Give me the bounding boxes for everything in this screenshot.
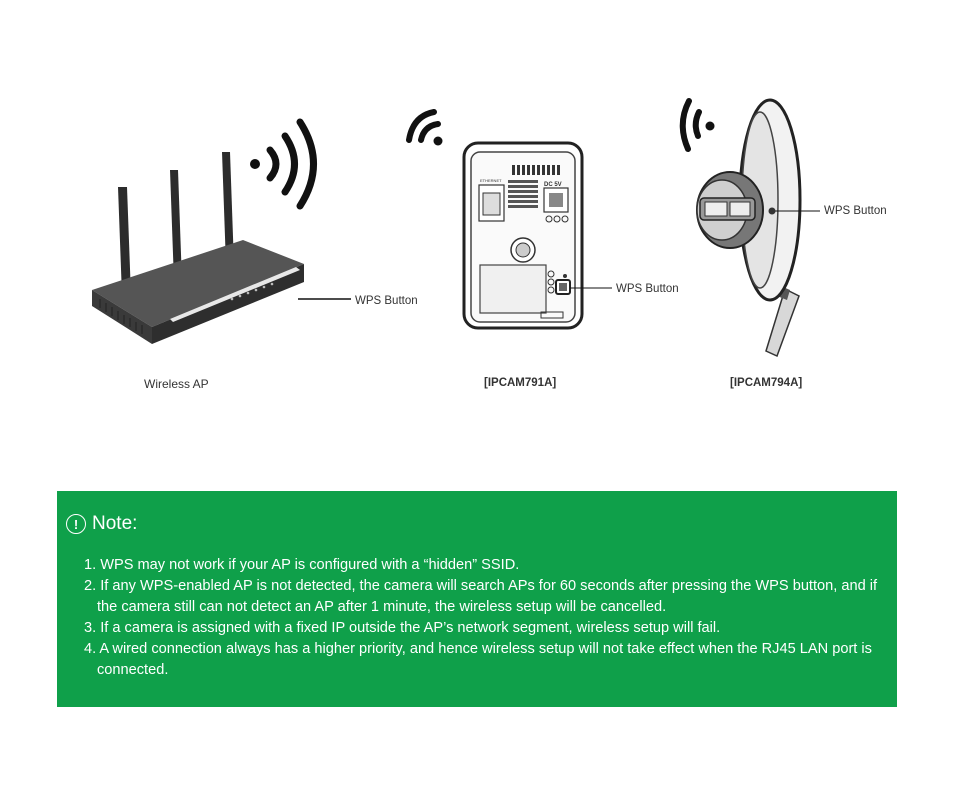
note-item: 4. A wired connection always has a highe… [84, 641, 872, 678]
note-item: 3. If a camera is assigned with a fixed … [84, 620, 721, 636]
note-item: 2. If any WPS-enabled AP is not detected… [84, 578, 878, 615]
ipcam791a-device: ETHERNET DC 5V [406, 109, 612, 330]
wireless-ap-router [92, 118, 351, 344]
router-wps-callout: WPS Button [355, 295, 418, 307]
cam794-wps-callout: WPS Button [824, 205, 887, 217]
exclamation-icon: ! [66, 514, 86, 534]
note-header: ! Note: [66, 513, 137, 535]
note-title: Note: [92, 513, 138, 534]
note-list: 1. WPS may not work if your AP is config… [84, 555, 889, 681]
ethernet-label: ETHERNET [480, 178, 502, 183]
dc-label: DC 5V [544, 182, 562, 188]
note-box: ! Note: 1. WPS may not work if your AP i… [57, 491, 897, 707]
cam791-wps-callout: WPS Button [616, 283, 679, 295]
router-caption: Wireless AP [144, 377, 209, 391]
ipcam791a-caption: [IPCAM791A] [484, 377, 557, 389]
note-item: 1. WPS may not work if your AP is config… [84, 557, 520, 573]
ipcam794a-device [679, 98, 820, 358]
wps-illustration: ETHERNET DC 5V [92, 98, 820, 358]
ipcam794a-caption: [IPCAM794A] [730, 377, 803, 389]
